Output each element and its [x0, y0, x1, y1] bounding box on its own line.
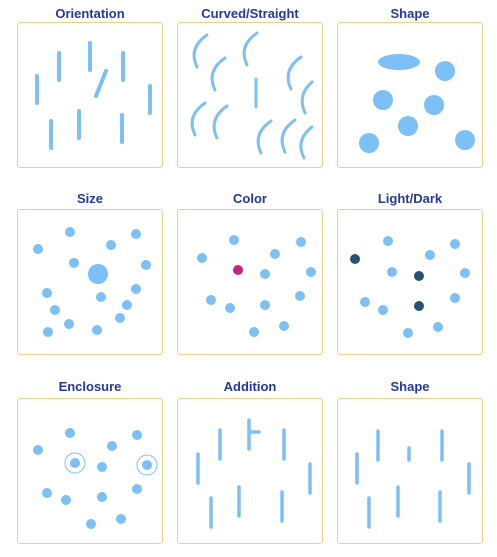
color-figure — [197, 235, 316, 337]
dark-dots — [350, 254, 424, 311]
panel-title-shape-2: Shape — [390, 379, 430, 394]
panel-title-light-dark: Light/Dark — [377, 191, 443, 206]
enclosure-rings — [64, 452, 158, 476]
light-dark-figure — [350, 236, 470, 338]
curved-straight-figure — [190, 31, 314, 160]
enclosure-figure — [33, 428, 158, 529]
panel-curved-straight — [177, 22, 323, 168]
orientation-figure — [35, 41, 152, 150]
panel-title-color: Color — [233, 191, 267, 206]
panel-title-shape: Shape — [390, 6, 430, 21]
panel-color — [177, 209, 323, 355]
panel-size — [17, 209, 163, 355]
panel-addition — [177, 398, 323, 544]
panel-title-addition: Addition — [223, 379, 277, 394]
panel-enclosure — [17, 398, 163, 544]
panel-title-enclosure: Enclosure — [58, 379, 122, 394]
odd-color-dot — [233, 265, 243, 275]
panel-title-orientation: Orientation — [55, 6, 125, 21]
panel-shape-circles — [337, 22, 483, 168]
panel-title-curved-straight: Curved/Straight — [201, 6, 299, 21]
shape-circles-figure — [359, 54, 475, 153]
size-figure — [33, 227, 151, 337]
shape-lines-figure — [355, 429, 471, 529]
panel-light-dark — [337, 209, 483, 355]
panel-shape-lines — [337, 398, 483, 544]
addition-figure — [196, 418, 312, 529]
panel-orientation — [17, 22, 163, 168]
panel-title-size: Size — [76, 191, 103, 206]
